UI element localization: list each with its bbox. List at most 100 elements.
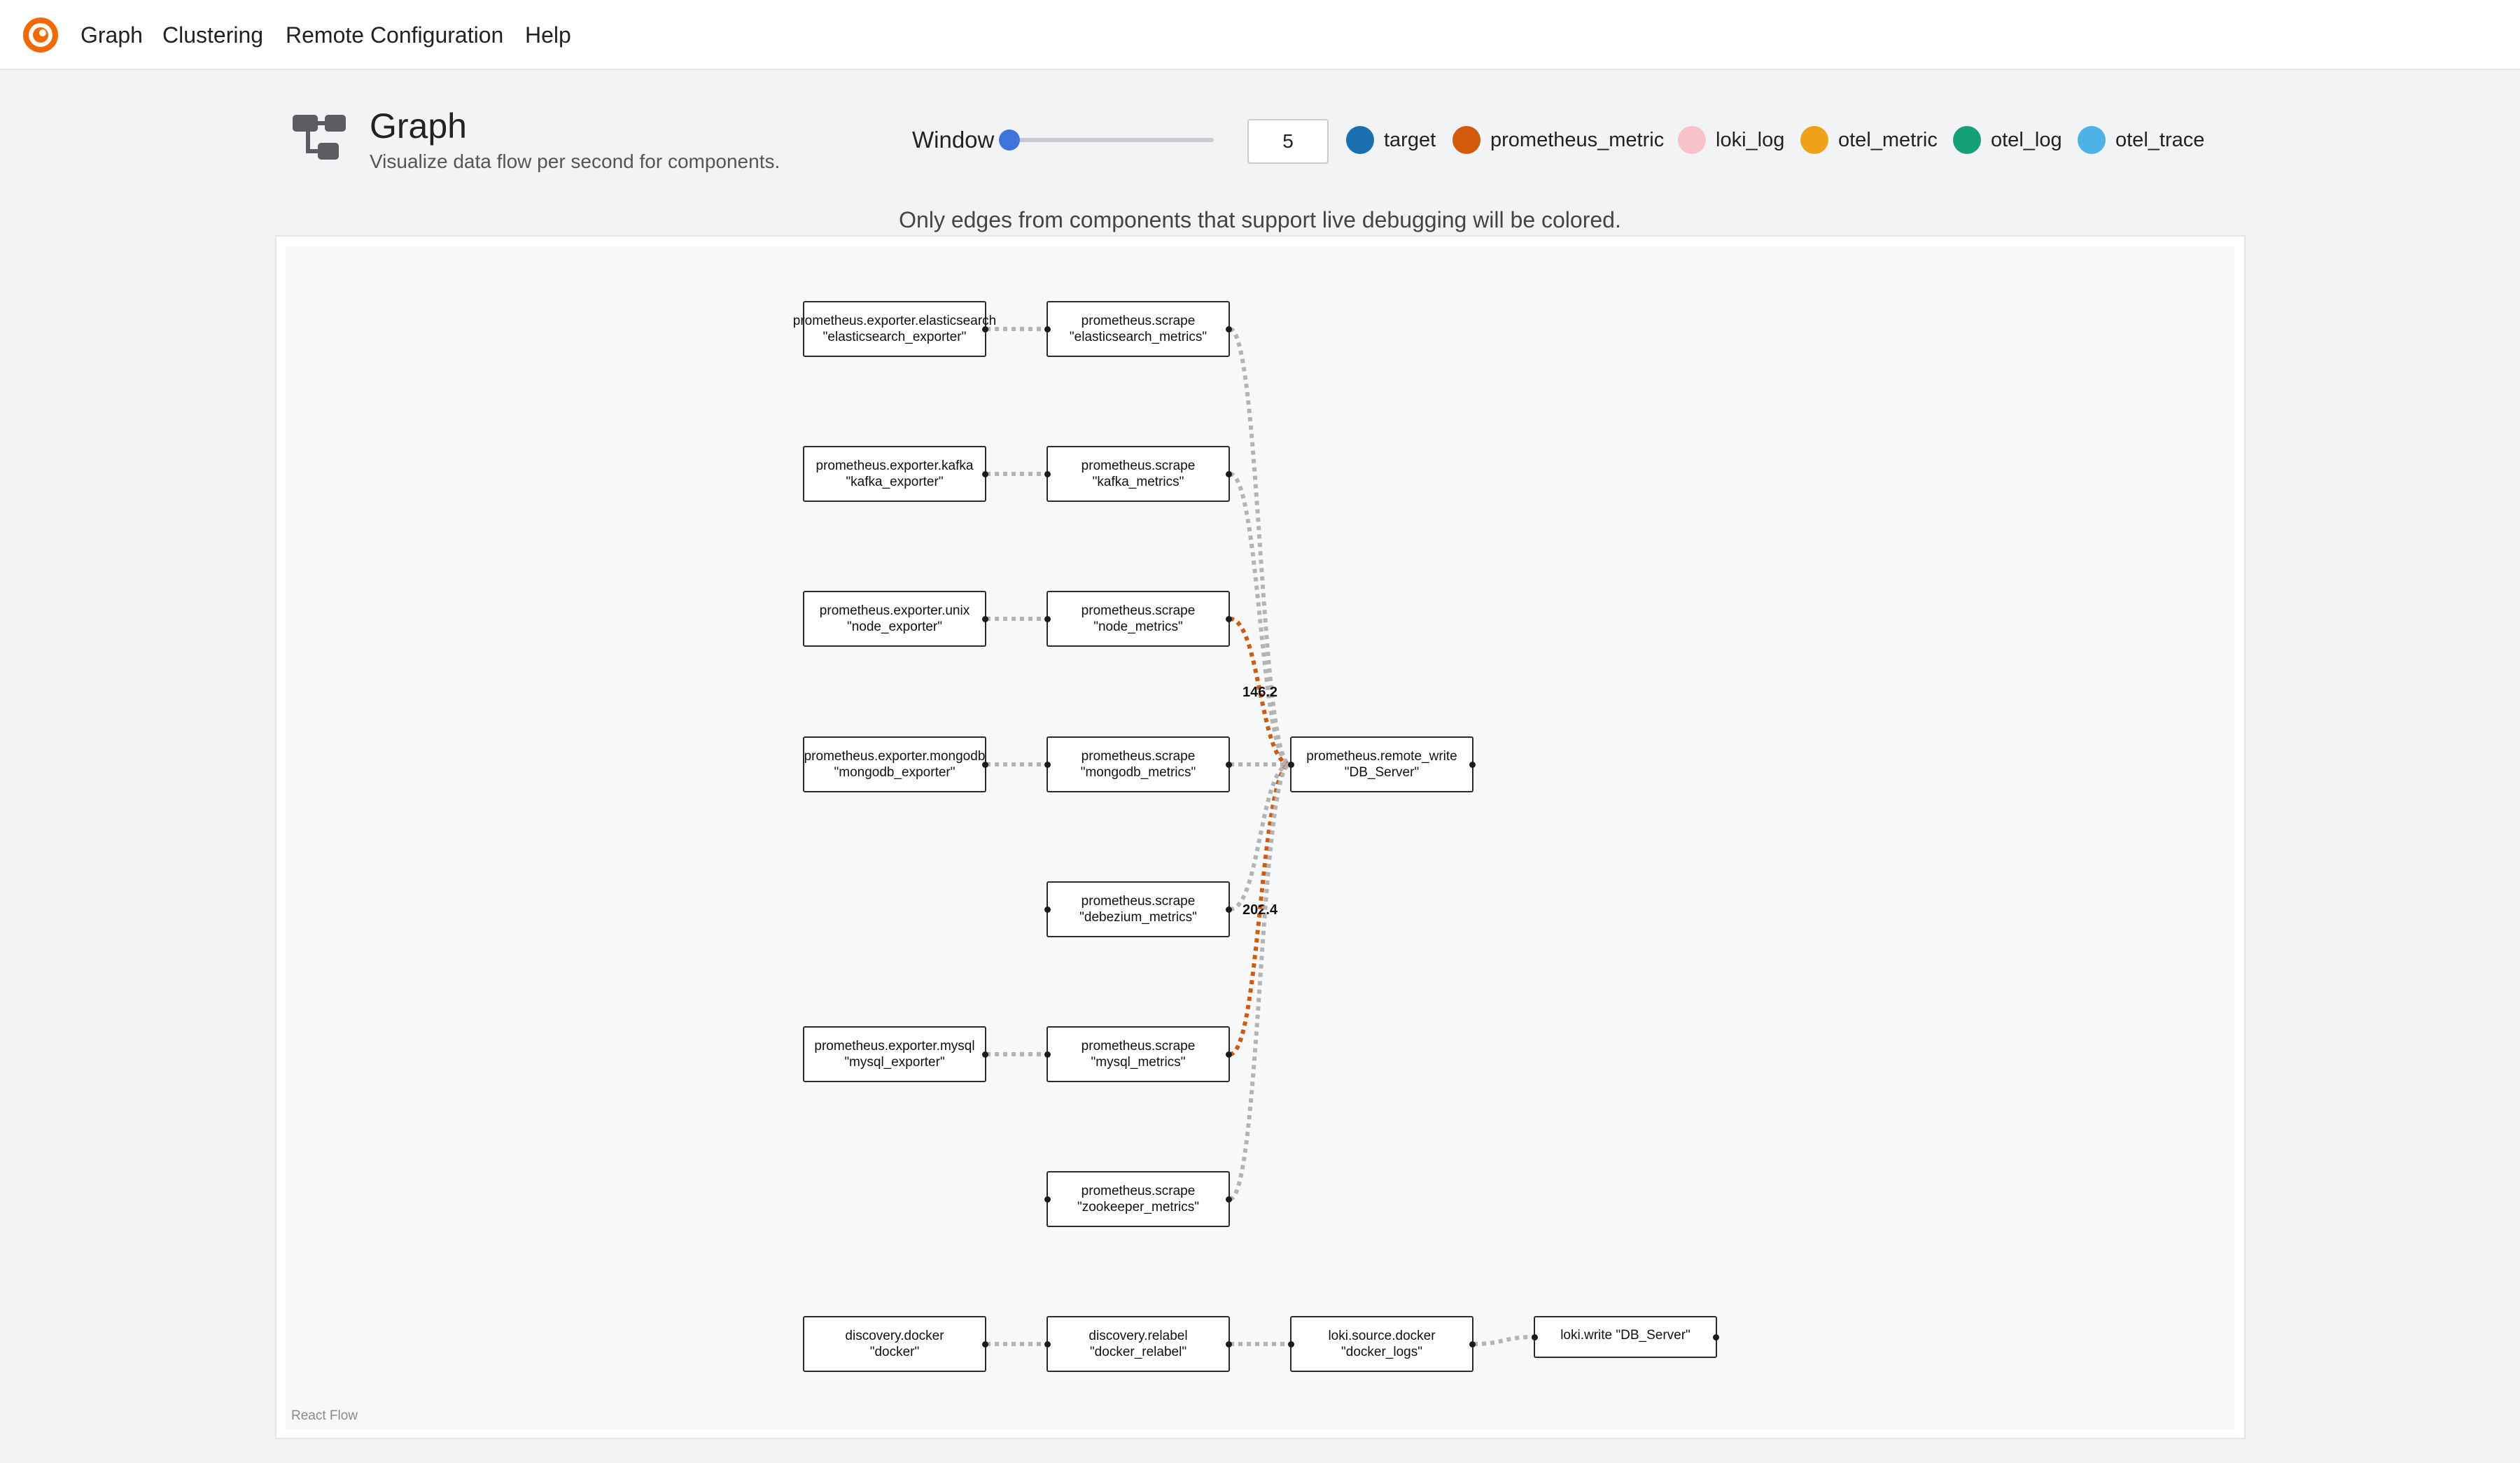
legend-label: otel_trace [2115,128,2205,151]
node-output-handle[interactable] [1226,906,1232,913]
node-prometheus-exporter-mysql[interactable]: prometheus.exporter.mysql "mysql_exporte… [803,1026,988,1082]
node-input-handle[interactable] [1044,615,1051,622]
node-prometheus-exporter-kafka[interactable]: prometheus.exporter.kafka "kafka_exporte… [803,446,988,502]
legend-label: otel_metric [1838,128,1938,151]
node-label: "docker_logs" [1341,1345,1422,1359]
legend-swatch [1800,126,1828,154]
node-title: prometheus.scrape [1081,458,1196,473]
node-prometheus-exporter-unix[interactable]: prometheus.exporter.unix "node_exporter" [803,591,988,647]
live-debugging-notice: Only edges from components that support … [899,207,1621,232]
legend-swatch [1678,126,1706,154]
page-subtitle: Visualize data flow per second for compo… [370,150,780,172]
nav-link-help[interactable]: Help [525,22,571,48]
grafana-alloy-logo-icon[interactable] [21,15,60,55]
window-value-input[interactable] [1247,119,1329,164]
node-discovery-docker[interactable]: discovery.docker "docker" [803,1316,988,1372]
node-input-handle[interactable] [1288,761,1294,768]
node-output-handle[interactable] [982,1051,988,1058]
node-input-handle[interactable] [1044,1340,1051,1348]
node-output-handle[interactable] [1226,326,1232,332]
node-title: prometheus.exporter.unix [819,603,970,618]
node-label: "mongodb_metrics" [1080,765,1196,780]
page-title: Graph [370,106,467,146]
node-input-handle[interactable] [1044,470,1051,477]
node-output-handle[interactable] [982,615,988,622]
legend-item-target: target [1346,125,1436,155]
node-input-handle[interactable] [1044,326,1051,332]
node-loki-source-docker[interactable]: loki.source.docker "docker_logs" [1288,1316,1476,1372]
node-label: "kafka_exporter" [846,475,944,489]
nav-link-clustering[interactable]: Clustering [162,22,264,48]
node-input-handle[interactable] [1288,1340,1294,1348]
nav-link-remote-configuration[interactable]: Remote Configuration [286,22,504,48]
legend-swatch [1953,126,1981,154]
legend-swatch [1346,126,1374,154]
node-input-handle[interactable] [1044,906,1051,913]
node-label: "elasticsearch_exporter" [822,330,967,344]
node-output-handle[interactable] [1469,761,1476,768]
node-loki-write[interactable]: loki.write "DB_Server" [1532,1316,1719,1358]
node-output-handle[interactable] [1469,1340,1476,1348]
legend-item-otel-log: otel_log [1953,125,2062,155]
edge-rate-label: 146.2 [1242,685,1278,700]
edge-scr_es-to-remote_write[interactable] [1228,327,1292,766]
node-output-handle[interactable] [982,761,988,768]
node-input-handle[interactable] [1044,1196,1051,1203]
edge-scr_kafka-to-remote_write[interactable] [1228,472,1292,766]
node-prometheus-scrape-mysql-metrics[interactable]: prometheus.scrape "mysql_metrics" [1044,1026,1232,1082]
legend-label: otel_log [1991,128,2062,151]
node-label: "node_exporter" [846,620,943,634]
node-output-handle[interactable] [1713,1334,1719,1340]
window-slider-thumb[interactable] [999,130,1020,150]
node-prometheus-scrape-node-metrics[interactable]: prometheus.scrape "node_metrics" [1044,591,1232,647]
legend-label: prometheus_metric [1490,128,1665,151]
node-prometheus-exporter-mongodb[interactable]: prometheus.exporter.mongodb "mongodb_exp… [803,736,988,792]
node-input-handle[interactable] [1532,1334,1538,1340]
edge-scr_zk-to-remote_write[interactable] [1228,762,1292,1201]
node-title: prometheus.scrape [1081,1184,1196,1198]
edge-loki_src-to-loki_write[interactable] [1473,1335,1534,1346]
node-title: prometheus.scrape [1081,894,1196,909]
node-label: "elasticsearch_metrics" [1069,330,1208,344]
node-label: "zookeeper_metrics" [1077,1200,1199,1214]
node-prometheus-exporter-elasticsearch[interactable]: prometheus.exporter.elasticsearch "elast… [793,301,996,357]
node-output-handle[interactable] [1226,1340,1232,1348]
node-label: "mysql_metrics" [1091,1055,1186,1070]
graph-icon [293,115,346,160]
node-output-handle[interactable] [1226,470,1232,477]
node-prometheus-scrape-kafka-metrics[interactable]: prometheus.scrape "kafka_metrics" [1044,446,1232,502]
window-label: Window [912,127,995,153]
node-prometheus-scrape-debezium-metrics[interactable]: prometheus.scrape "debezium_metrics" [1044,881,1232,937]
react-flow-attribution[interactable]: React Flow [291,1408,358,1423]
node-output-handle[interactable] [1226,1196,1232,1203]
edge-scr_node-to-remote_write[interactable] [1229,617,1291,766]
nav-link-graph[interactable]: Graph [80,22,143,48]
flow-canvas[interactable] [286,246,2234,1429]
node-output-handle[interactable] [1226,1051,1232,1058]
node-label: "debezium_metrics" [1079,910,1197,925]
node-label: "DB_Server" [1344,765,1420,780]
node-prometheus-remote-write[interactable]: prometheus.remote_write "DB_Server" [1288,736,1476,792]
node-title: prometheus.scrape [1081,603,1196,618]
legend-item-prometheus-metric: prometheus_metric [1452,125,1664,155]
node-output-handle[interactable] [982,470,988,477]
node-discovery-relabel[interactable]: discovery.relabel "docker_relabel" [1044,1316,1232,1372]
node-label: "docker_relabel" [1089,1345,1187,1359]
node-label: "mysql_exporter" [844,1055,945,1070]
node-prometheus-scrape-zookeeper-metrics[interactable]: prometheus.scrape "zookeeper_metrics" [1044,1171,1232,1227]
node-prometheus-scrape-mongodb-metrics[interactable]: prometheus.scrape "mongodb_metrics" [1044,736,1232,792]
node-output-handle[interactable] [982,326,988,332]
node-output-handle[interactable] [1226,615,1232,622]
node-input-handle[interactable] [1044,761,1051,768]
node-output-handle[interactable] [982,1340,988,1348]
node-label: "mongodb_exporter" [834,765,955,780]
top-navbar: Graph Clustering Remote Configuration He… [0,0,2520,70]
node-output-handle[interactable] [1226,761,1232,768]
edge-scr_debezium-to-remote_write[interactable] [1229,762,1291,911]
node-input-handle[interactable] [1044,1051,1051,1058]
legend-swatch [2078,126,2106,154]
edge-scr_mysql-to-remote_write[interactable] [1228,762,1292,1056]
node-title: discovery.relabel [1088,1329,1188,1343]
node-prometheus-scrape-elasticsearch-metrics[interactable]: prometheus.scrape "elasticsearch_metrics… [1044,301,1232,357]
window-slider[interactable] [999,130,1214,150]
